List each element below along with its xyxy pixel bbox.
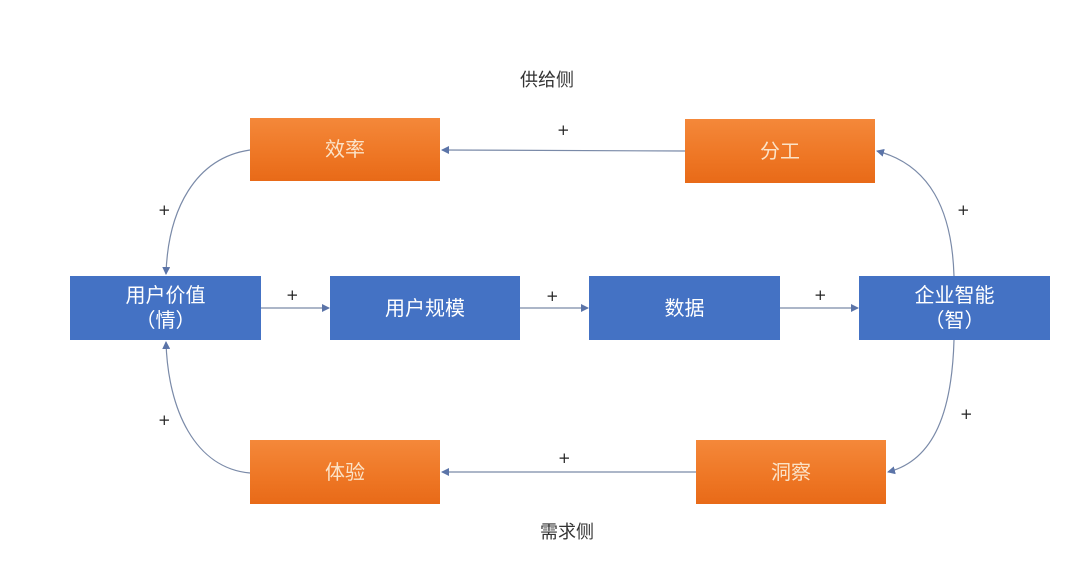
link-experience-to-user-value — [162, 341, 251, 474]
sign-user-scale-to-data: + — [546, 287, 559, 305]
node-division-label: 分工 — [760, 138, 800, 163]
sign-efficiency-to-user-value: + — [158, 201, 171, 219]
node-enterprise-intelligence-label: 企业智能 — [914, 283, 995, 307]
node-user-value[interactable]: 用户价值 （情） — [70, 276, 261, 340]
link-efficiency-to-user-value — [162, 149, 251, 275]
sign-enterprise-intelligence-to-division: + — [957, 201, 970, 219]
link-enterprise-intelligence-to-division — [876, 148, 955, 277]
node-user-scale[interactable]: 用户规模 — [330, 276, 520, 340]
node-division[interactable]: 分工 — [685, 119, 875, 183]
sign-data-to-enterprise-intelligence: + — [814, 286, 827, 304]
node-insight-label: 洞察 — [771, 459, 811, 484]
sign-division-to-efficiency: + — [557, 121, 570, 139]
node-efficiency-label: 效率 — [325, 137, 365, 161]
sign-experience-to-user-value: + — [158, 411, 171, 429]
node-data[interactable]: 数据 — [589, 276, 780, 340]
sign-enterprise-intelligence-to-insight: + — [960, 405, 973, 423]
node-insight[interactable]: 洞察 — [696, 440, 886, 504]
demand-side-label: 需求侧 — [540, 522, 594, 543]
link-division-to-efficiency — [441, 146, 686, 155]
sign-insight-to-experience: + — [558, 449, 571, 467]
node-experience[interactable]: 体验 — [250, 440, 440, 504]
link-enterprise-intelligence-to-insight — [887, 339, 955, 475]
node-user-value-sublabel: （情） — [135, 308, 196, 332]
node-enterprise-intelligence[interactable]: 企业智能 （智） — [859, 276, 1050, 340]
node-efficiency[interactable]: 效率 — [250, 118, 440, 181]
node-user-scale-label: 用户规模 — [385, 295, 465, 320]
sign-user-value-to-user-scale: + — [286, 286, 299, 304]
node-experience-label: 体验 — [325, 459, 365, 484]
node-user-value-label: 用户价值 — [125, 283, 206, 307]
node-enterprise-intelligence-sublabel: （智） — [924, 308, 985, 332]
supply-side-label: 供给侧 — [520, 70, 574, 91]
node-data-label: 数据 — [664, 295, 705, 320]
